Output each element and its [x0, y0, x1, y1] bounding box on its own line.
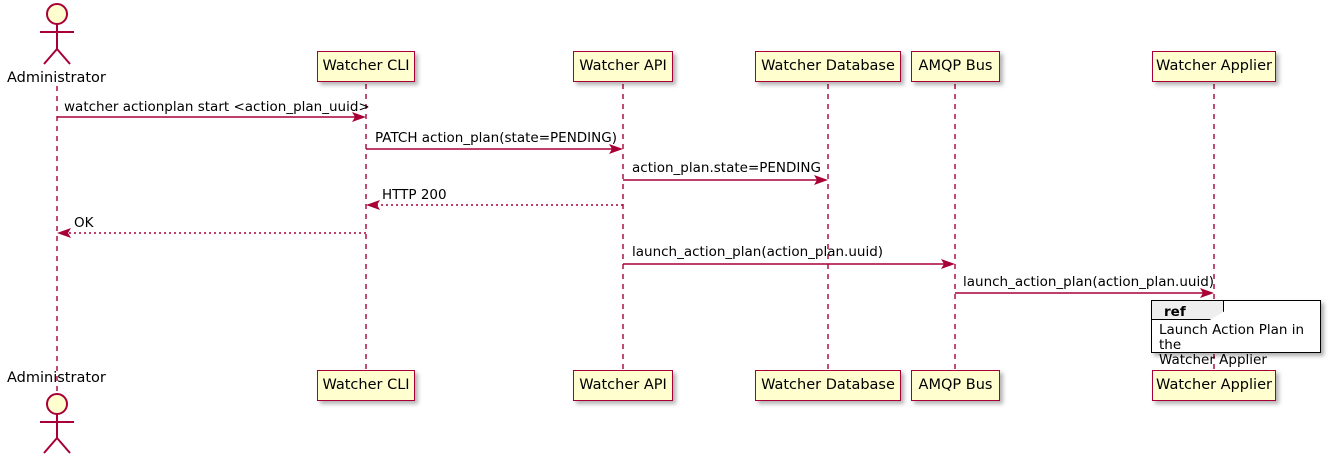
participant-box-amqp-bus-bottom[interactable]: AMQP Bus — [911, 370, 1000, 401]
ref-fragment-tab-label: ref — [1164, 304, 1186, 320]
participant-box-amqp-bus-top[interactable]: AMQP Bus — [911, 51, 1000, 82]
message-label-1: watcher actionplan start <action_plan_uu… — [64, 99, 370, 115]
message-label-6: launch_action_plan(action_plan.uuid) — [632, 244, 884, 260]
ref-fragment-line-1: Launch Action Plan in the — [1159, 322, 1305, 353]
participant-box-watcher-api-bottom[interactable]: Watcher API — [573, 370, 673, 401]
participant-box-watcher-cli-bottom[interactable]: Watcher CLI — [317, 370, 415, 401]
message-arrow-5 — [57, 228, 366, 238]
actor-label-administrator-bottom: Administrator — [7, 370, 106, 386]
ref-fragment-line-2: Watcher Applier — [1159, 352, 1267, 368]
message-arrow-3 — [623, 175, 828, 185]
message-label-2: PATCH action_plan(state=PENDING) — [375, 130, 617, 146]
message-label-7: launch_action_plan(action_plan.uuid) — [963, 274, 1215, 290]
ref-fragment-tab — [1152, 301, 1224, 320]
message-arrow-6 — [623, 259, 955, 269]
actor-administrator-top-icon — [40, 3, 74, 65]
participant-box-watcher-applier-top[interactable]: Watcher Applier — [1152, 51, 1276, 82]
message-arrow-1 — [57, 112, 366, 122]
message-label-4: HTTP 200 — [382, 187, 447, 203]
message-arrow-7 — [955, 288, 1214, 298]
actor-label-administrator-top: Administrator — [7, 70, 106, 86]
message-label-3: action_plan.state=PENDING — [632, 160, 821, 176]
message-arrow-4 — [366, 200, 623, 210]
participant-box-watcher-cli-top[interactable]: Watcher CLI — [317, 51, 415, 82]
ref-fragment-body: Launch Action Plan in the Watcher Applie… — [1159, 323, 1319, 368]
ref-fragment-box[interactable]: ref Launch Action Plan in the Watcher Ap… — [1151, 300, 1321, 368]
actor-administrator-bottom-icon — [40, 393, 74, 454]
participant-box-watcher-database-bottom[interactable]: Watcher Database — [755, 370, 901, 401]
participant-box-watcher-database-top[interactable]: Watcher Database — [755, 51, 901, 82]
participant-box-watcher-api-top[interactable]: Watcher API — [573, 51, 673, 82]
participant-box-watcher-applier-bottom[interactable]: Watcher Applier — [1152, 370, 1276, 401]
message-label-5: OK — [74, 215, 94, 231]
message-arrow-2 — [366, 144, 623, 154]
